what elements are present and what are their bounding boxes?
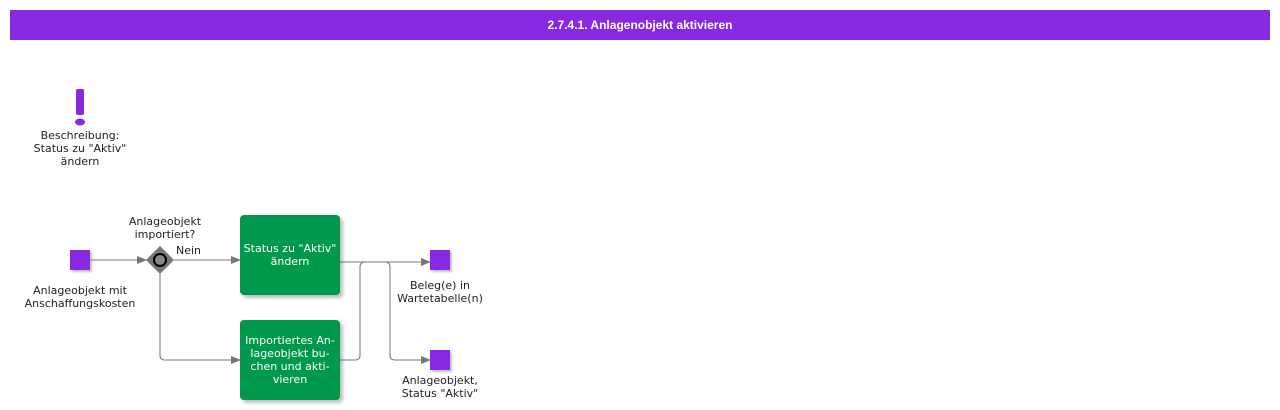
task-status-aktiv[interactable]: Status zu "Aktiv" ändern [240,215,340,295]
diagram-title-bar: 2.7.4.1. Anlagenobjekt aktivieren [10,10,1270,40]
start-event-label: Anlageobjekt mit Anschaffungskosten [24,284,136,310]
diagram-title: 2.7.4.1. Anlagenobjekt aktivieren [547,18,733,32]
start-event[interactable] [70,250,90,270]
gateway-diamond [146,246,174,274]
end-event-beleg-label: Beleg(e) in Wartetabelle(n) [397,279,483,305]
branch-label-nein: Nein [176,244,202,257]
gateway-label: Anlageobjekt importiert? [128,215,202,241]
annotation-text: Beschreibung: Status zu "Aktiv" ändern [33,129,127,168]
end-event-beleg[interactable] [430,250,450,270]
end-event-aktiv-label: Anlageobjekt, Status "Aktiv" [401,374,479,400]
exclamation-icon [75,89,85,126]
task-import-buchen[interactable]: Importiertes An- lageobjekt bu- chen und… [240,320,340,400]
end-event-aktiv[interactable] [430,350,450,370]
